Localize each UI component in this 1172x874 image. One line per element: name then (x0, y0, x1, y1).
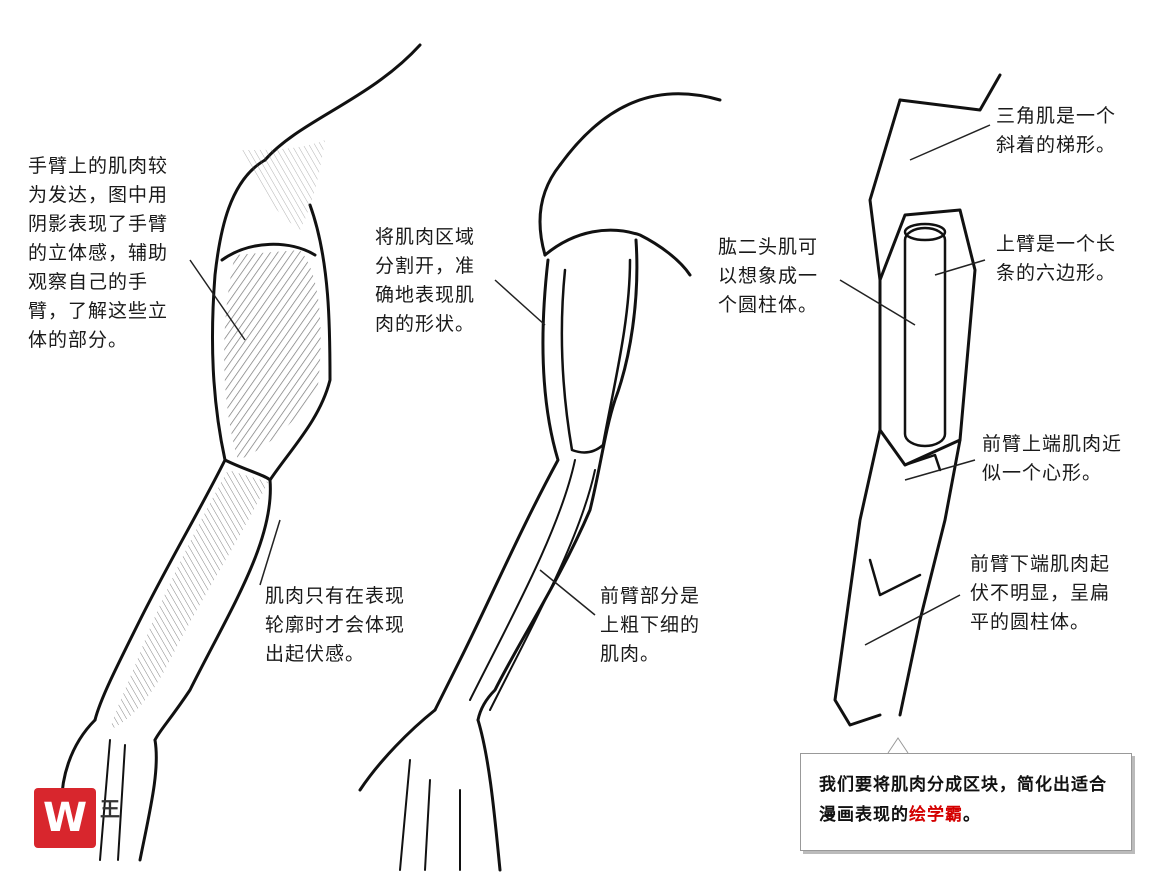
watermark-text: 王 (100, 797, 121, 821)
leader-lines (189, 124, 991, 646)
annotation-upper-arm: 上臂是一个长 条的六边形。 (996, 233, 1117, 284)
annotation-forearm-upper: 前臂上端肌肉近 似一个心形。 (982, 433, 1123, 484)
callout-text: 我们要将肌肉分成区块，简化出适合漫画表现的绘学霸。 (819, 770, 1119, 830)
summary-callout-box: 我们要将肌肉分成区块，简化出适合漫画表现的绘学霸。 (800, 753, 1132, 851)
forearm-shading (110, 470, 268, 730)
upper-arm-shading (224, 250, 321, 460)
arm-shaded (60, 43, 422, 862)
annotation-biceps: 肱二头肌可 以想象成一 个圆柱体。 (718, 236, 819, 316)
annotation-deltoid: 三角肌是一个 斜着的梯形。 (996, 105, 1117, 156)
shoulder-shading (240, 140, 325, 230)
callout-text-main: 我们要将肌肉分成区块，简化出适合漫画表现的 (819, 775, 1107, 825)
callout-pointer (887, 737, 909, 754)
arm-geometric (833, 73, 1002, 727)
arm-segmented (358, 92, 722, 872)
annotation-forearm-lower: 前臂下端肌肉起 伏不明显，呈扁 平的圆柱体。 (970, 553, 1111, 633)
callout-text-end: 。 (963, 805, 981, 825)
brand-logo-icon: W (34, 788, 96, 848)
callout-highlight: 绘学霸 (909, 805, 963, 825)
annotation-divide: 将肌肉区域 分割开，准 确地表现肌 肉的形状。 (375, 226, 476, 335)
annotation-contour: 肌肉只有在表现 轮廓时才会体现 出起伏感。 (265, 585, 406, 665)
annotation-forearm-shape: 前臂部分是 上粗下细的 肌肉。 (600, 585, 701, 665)
annotation-left-muscle: 手臂上的肌肉较 为发达，图中用 阴影表现了手臂 的立体感，辅助 观察自己的手 臂… (28, 155, 169, 351)
